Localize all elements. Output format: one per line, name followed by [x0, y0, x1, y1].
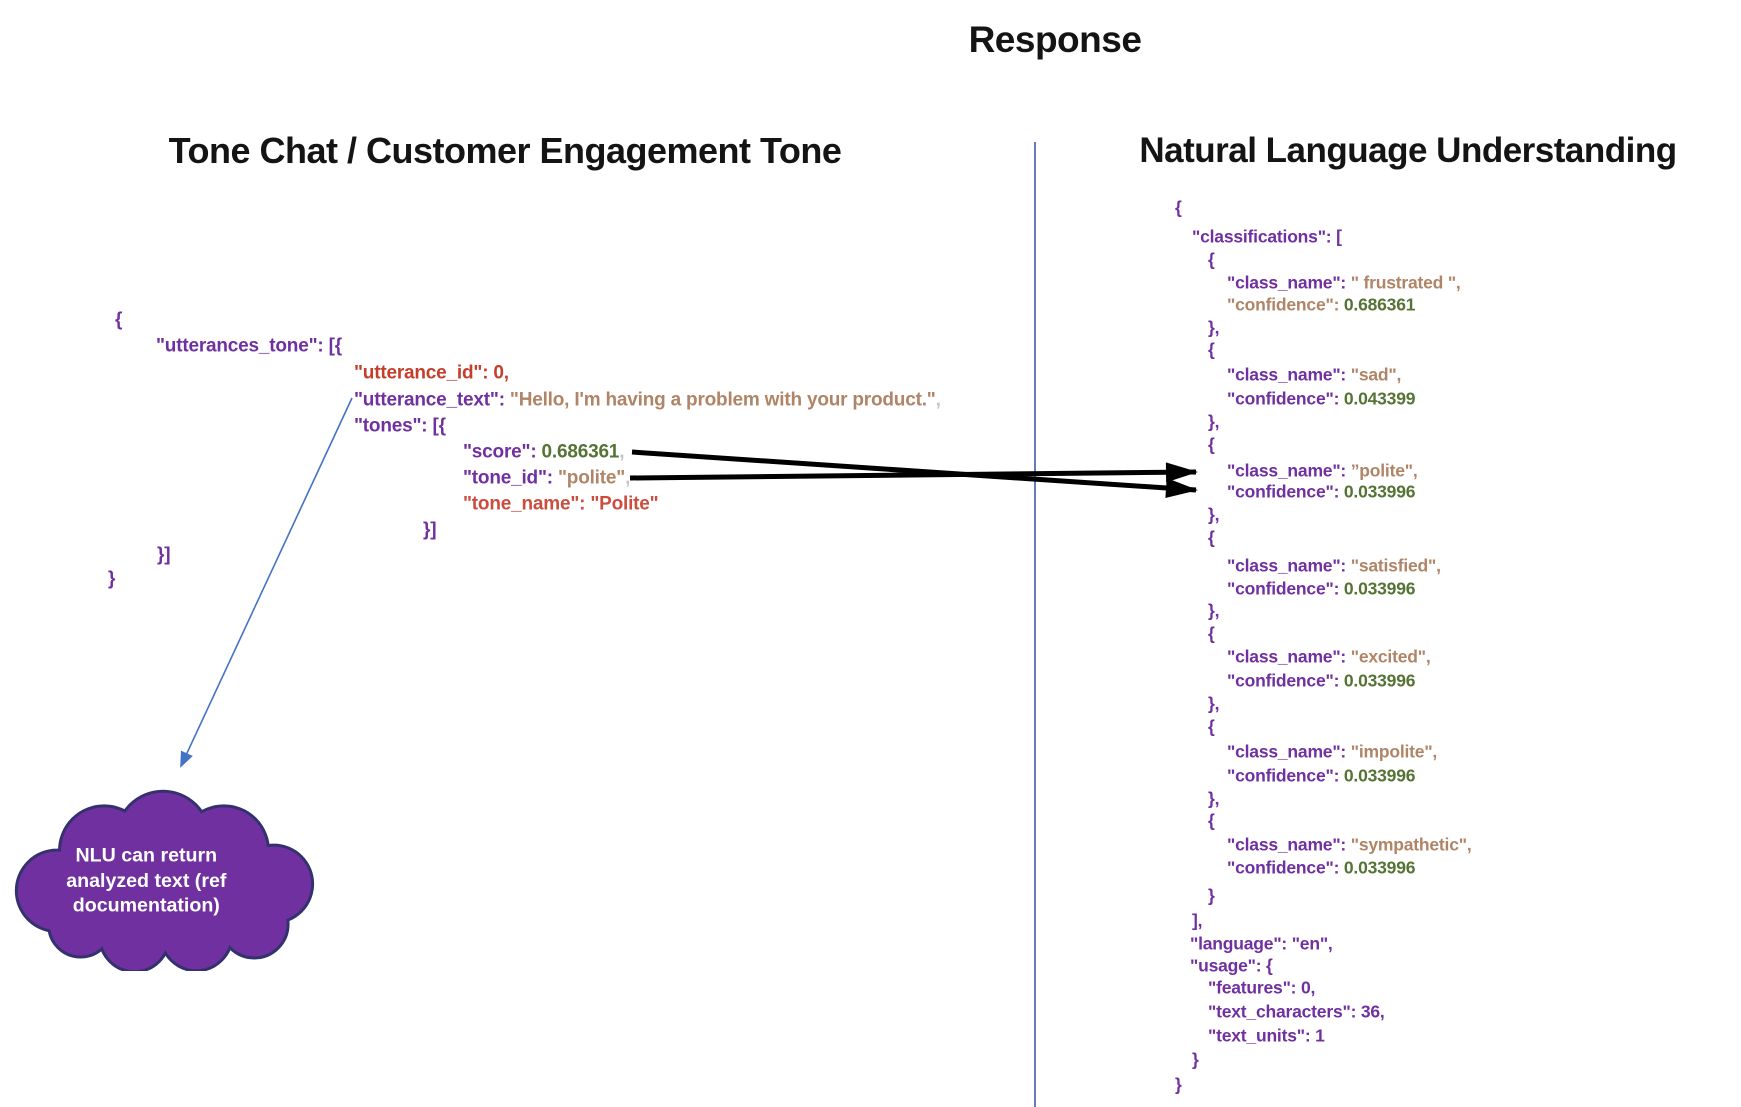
- cloud-text-line: analyzed text (ref: [66, 870, 227, 892]
- left-panel-heading: Tone Chat / Customer Engagement Tone: [168, 130, 842, 171]
- cloud-text-line: NLU can return: [75, 844, 217, 866]
- arrow-toneid-to-classname: [629, 462, 1198, 483]
- arrow-utterance-to-cloud: [180, 397, 353, 768]
- cloud-callout: NLU can return analyzed text (ref docume…: [6, 787, 320, 971]
- right-panel-heading: Natural Language Understanding: [1139, 131, 1677, 170]
- arrow-score-to-confidence: [631, 449, 1198, 498]
- cloud-text-line: documentation): [73, 894, 220, 916]
- page-title: Response: [968, 19, 1142, 60]
